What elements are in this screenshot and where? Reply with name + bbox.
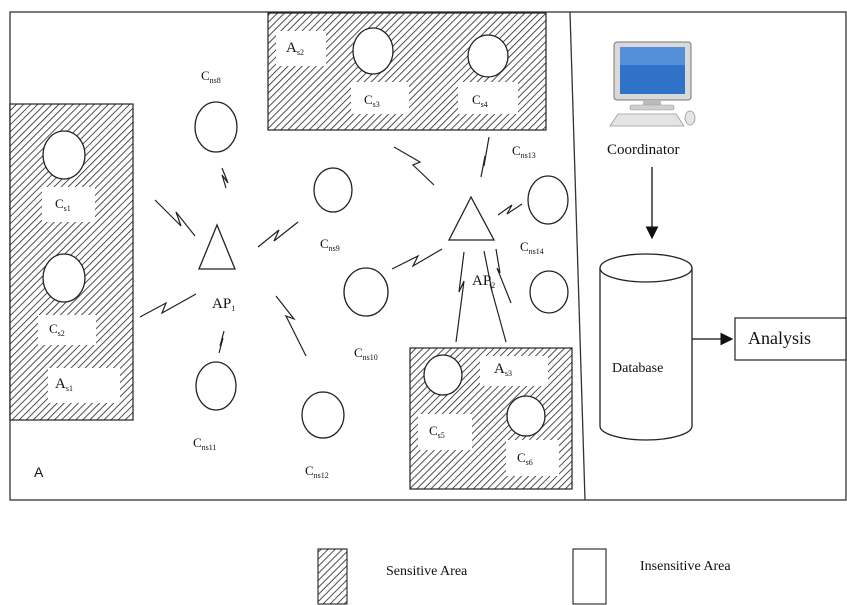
sensitive-area-1-label: As1 <box>55 376 73 393</box>
node-cs1 <box>42 130 86 180</box>
label-box-cs4 <box>458 82 518 114</box>
node-cs3 <box>352 27 394 75</box>
node-cs3-label: Cs3 <box>364 92 380 109</box>
database-cylinder-icon <box>599 253 693 441</box>
node-cns10 <box>343 267 389 317</box>
node-cns14-label: Cns14 <box>520 239 544 256</box>
node-cns8 <box>194 101 238 153</box>
legend-insensitive-label: Insensitive Area <box>640 559 731 574</box>
computer-icon <box>609 41 696 127</box>
panel-divider <box>569 11 586 501</box>
legend-sensitive-swatch <box>317 548 348 605</box>
analysis-box <box>734 317 847 361</box>
wireless-link-icon <box>139 136 523 357</box>
node-cns12 <box>301 391 345 439</box>
database-label: Database <box>612 361 664 376</box>
area-a-label: A <box>34 464 44 480</box>
node-cns11-label: Cns11 <box>193 435 217 452</box>
access-point-triangle-icon <box>198 223 236 270</box>
access-point-1-label: AP1 <box>212 296 236 313</box>
node-cns14 <box>529 270 569 314</box>
label-box-cs2 <box>38 315 96 345</box>
node-cs4-label: Cs4 <box>472 92 488 109</box>
node-cs4 <box>467 34 509 78</box>
node-cns13-label: Cns13 <box>512 143 536 160</box>
coordinator-label: Coordinator <box>607 142 680 158</box>
node-cns9 <box>313 167 353 213</box>
node-cs2 <box>42 253 86 303</box>
node-cs2-label: Cs2 <box>49 321 65 338</box>
node-cns12-label: Cns12 <box>305 463 329 480</box>
label-box-as1 <box>48 368 120 403</box>
node-cns8-label: Cns8 <box>201 68 221 85</box>
node-cns10-label: Cns10 <box>354 345 378 362</box>
access-point-2-label: AP2 <box>472 273 496 290</box>
label-box-cs5 <box>418 414 472 450</box>
sensitive-area-3-label: As3 <box>494 361 512 378</box>
label-box-as3 <box>480 356 548 386</box>
analysis-label: Analysis <box>748 328 811 348</box>
node-cns11 <box>195 361 237 411</box>
label-box-cs3 <box>351 82 409 114</box>
legend-sensitive-label: Sensitive Area <box>386 564 468 579</box>
access-point-triangle-icon <box>447 195 496 241</box>
node-cs6 <box>506 395 546 437</box>
label-box-cs6 <box>506 440 559 476</box>
node-cs6-label: Cs6 <box>517 450 533 467</box>
label-box-as2 <box>276 31 326 66</box>
node-cs5 <box>423 354 463 396</box>
node-cns9-label: Cns9 <box>320 236 340 253</box>
label-box-cs1 <box>42 187 95 222</box>
node-cs1-label: Cs1 <box>55 196 71 213</box>
legend-insensitive-swatch <box>572 548 607 605</box>
sensitive-area-2-label: As2 <box>286 40 304 57</box>
node-cns13 <box>527 175 569 225</box>
node-cs5-label: Cs5 <box>429 423 445 440</box>
